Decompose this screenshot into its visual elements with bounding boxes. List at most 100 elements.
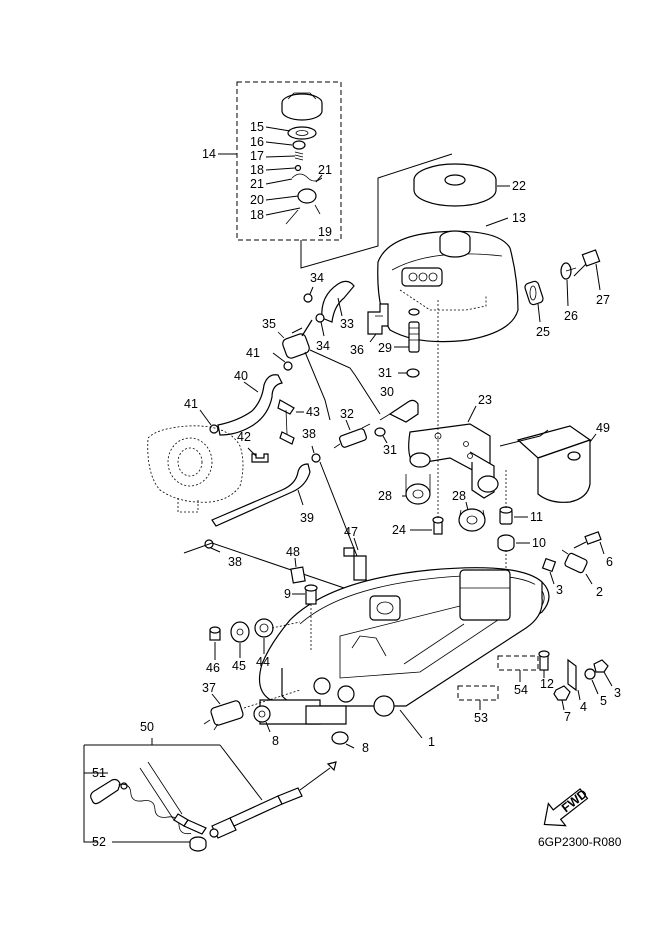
clip-38-part xyxy=(311,453,321,463)
callout-c24: 24 xyxy=(392,523,406,537)
callout-c47: 47 xyxy=(344,525,358,539)
fwd-arrow-icon xyxy=(543,788,589,827)
intake-silencer-part xyxy=(147,425,244,513)
callout-c32: 32 xyxy=(340,407,354,421)
label-54-part xyxy=(497,655,539,671)
callout-c28b: 28 xyxy=(452,489,466,503)
callout-c33: 33 xyxy=(340,317,354,331)
rubber-28a-part xyxy=(405,452,431,505)
callout-c51: 51 xyxy=(92,766,106,780)
rubber-upper-part xyxy=(477,475,499,493)
callout-c11: 11 xyxy=(530,510,543,524)
callout-c3a: 3 xyxy=(556,583,563,597)
clip-34-part xyxy=(303,293,313,303)
callout-c43: 43 xyxy=(306,405,320,419)
callout-c28a: 28 xyxy=(378,489,392,503)
callout-c6: 6 xyxy=(606,555,613,569)
bolt-12-part xyxy=(538,650,550,671)
grommet-10-part xyxy=(497,534,515,552)
callout-c34a: 34 xyxy=(310,271,324,285)
fuel-cock-35-part xyxy=(277,319,313,359)
filler-ring-22-part xyxy=(413,163,497,207)
clip-31b-part xyxy=(374,427,386,437)
rubber-28b-part xyxy=(458,508,486,532)
spring-17-part xyxy=(294,151,304,161)
callout-c37: 37 xyxy=(202,681,216,695)
hose-40-part xyxy=(217,374,283,436)
grommet-8a-part xyxy=(253,705,271,723)
callout-c20: 20 xyxy=(250,193,264,207)
callout-c2: 2 xyxy=(596,585,603,599)
bracket-47-part xyxy=(343,547,367,581)
clamp-42-part xyxy=(251,453,269,463)
plate-45-part xyxy=(230,621,250,643)
callout-c13: 13 xyxy=(512,211,526,225)
nut-3b-part xyxy=(593,659,609,673)
drain-screw-29-part xyxy=(408,308,420,353)
callout-c12: 12 xyxy=(540,677,554,691)
hose-39-part xyxy=(211,463,311,527)
hose-33-part xyxy=(321,280,355,323)
callout-c45: 45 xyxy=(232,659,246,673)
callout-c1: 1 xyxy=(428,735,435,749)
callout-c17: 17 xyxy=(250,149,264,163)
callout-c44: 44 xyxy=(256,655,270,669)
callout-c39: 39 xyxy=(300,511,314,525)
clip-18-part xyxy=(294,164,302,172)
fuel-joint-32-part xyxy=(333,423,371,449)
callout-c22: 22 xyxy=(512,179,526,193)
callout-c26: 26 xyxy=(564,309,578,323)
callout-c31a: 31 xyxy=(378,366,392,380)
stop-switch-37-part xyxy=(203,700,244,731)
callout-c46: 46 xyxy=(206,661,220,675)
callout-c48: 48 xyxy=(286,545,300,559)
callout-c14: 14 xyxy=(202,147,216,161)
callout-c41b: 41 xyxy=(184,397,198,411)
callout-c8a: 8 xyxy=(272,734,279,748)
callout-c4: 4 xyxy=(580,700,587,714)
callout-c35: 35 xyxy=(262,317,276,331)
clip-41-part xyxy=(283,361,293,371)
label-48-part xyxy=(290,566,306,584)
callout-c25: 25 xyxy=(536,325,550,339)
clip-34b-part xyxy=(315,313,325,323)
gasket-15-part xyxy=(287,126,317,140)
fuel-tank-13-part xyxy=(377,230,519,343)
callout-c21a: 21 xyxy=(250,177,264,191)
clip-31-part xyxy=(406,368,420,378)
callout-c3b: 3 xyxy=(614,686,621,700)
grommet-44-part xyxy=(254,618,274,638)
callout-c8b: 8 xyxy=(362,741,369,755)
bracket-49-part xyxy=(516,425,592,503)
callout-c49: 49 xyxy=(596,421,610,435)
lanyard-cord-50-part xyxy=(209,761,337,839)
clamp-43-part xyxy=(277,399,295,445)
callout-c30: 30 xyxy=(380,385,394,399)
screw-46-part xyxy=(209,626,221,641)
hose-30-part xyxy=(388,399,419,423)
callout-c18a: 18 xyxy=(250,163,264,177)
label-53-part xyxy=(457,685,499,701)
callout-c19: 19 xyxy=(318,225,332,239)
fuel-cap-part xyxy=(281,92,323,121)
callout-c27: 27 xyxy=(596,293,610,307)
clip-41b-part xyxy=(209,424,219,434)
bracket-36-part xyxy=(367,303,389,335)
callout-c53: 53 xyxy=(474,711,488,725)
drawing-code: 6GP2300-R080 xyxy=(538,835,622,849)
callout-c54: 54 xyxy=(514,683,528,697)
callout-c15: 15 xyxy=(250,120,264,134)
callout-c9: 9 xyxy=(284,587,291,601)
screw-6-part xyxy=(573,531,602,549)
part-16 xyxy=(292,140,306,150)
plate-4-part xyxy=(567,658,577,692)
fwd-label: FWD xyxy=(559,787,590,816)
callout-c5: 5 xyxy=(600,694,607,708)
grommet-8b-part xyxy=(331,731,349,745)
part-2 xyxy=(561,549,588,574)
callout-c23: 23 xyxy=(478,393,492,407)
part-19 xyxy=(297,188,317,204)
nut-7-part xyxy=(553,685,571,701)
callout-c40: 40 xyxy=(234,369,248,383)
